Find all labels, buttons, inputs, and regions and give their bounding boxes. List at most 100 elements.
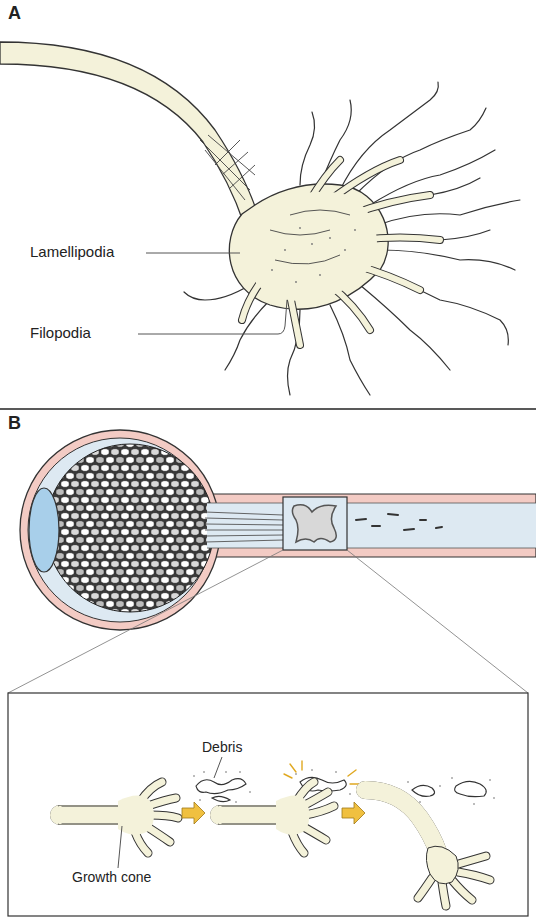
nerve-axons (205, 535, 283, 536)
stipple (319, 274, 321, 276)
leader-line (118, 826, 122, 868)
cytoskeleton (290, 210, 350, 215)
debris-dust (439, 785, 441, 787)
debris-dust (249, 791, 251, 793)
cytoskeleton (270, 230, 330, 235)
growth-cone-stage3 (365, 782, 490, 906)
contact-spark (350, 783, 359, 784)
nerve-axons (205, 524, 283, 525)
cytoskeleton (200, 140, 250, 190)
lamellipodia-fingers (243, 192, 377, 301)
growth-cone-stage2 (218, 782, 334, 853)
lamellipodia-fingers (242, 160, 440, 345)
nerve-axons (205, 540, 283, 542)
growth-cone-stage1 (58, 806, 125, 824)
debris (196, 777, 486, 801)
eye (29, 488, 59, 572)
axon-fragments (404, 529, 414, 530)
debris-dust (311, 769, 313, 771)
axon (0, 42, 258, 224)
inset-frame (8, 693, 528, 916)
yellow-arrow (182, 802, 205, 824)
debris (212, 796, 230, 801)
inset-frame (8, 693, 528, 916)
debris (412, 785, 435, 796)
filopodia-thin (355, 108, 486, 195)
debris-dust (419, 801, 421, 803)
axon-fragments (356, 519, 366, 520)
cytoskeleton (275, 255, 340, 264)
part-label: Lamellipodia (30, 244, 114, 261)
debris-dust (473, 803, 475, 805)
growth-cone-stage2 (218, 806, 282, 824)
stipple (344, 249, 346, 251)
growth-cone-stage1 (60, 782, 178, 853)
leader-line (146, 253, 240, 254)
nerve-axons (205, 530, 283, 531)
filopodia-thin (184, 82, 520, 395)
zoom-lines (8, 550, 528, 693)
filopodia-thin (340, 82, 438, 190)
debris-dust (489, 779, 491, 781)
glial-scar (283, 497, 347, 550)
growth-cone-stage1 (118, 796, 154, 835)
contact-spark (348, 770, 356, 776)
debris (455, 781, 487, 796)
stipple (284, 249, 286, 251)
lamellipodia-fingers (242, 160, 440, 345)
debris-dust (295, 773, 297, 775)
growth-cone-stage3 (426, 846, 458, 884)
filopodia-thin (360, 285, 450, 370)
leader-line (138, 300, 287, 334)
cytoskeleton (230, 165, 255, 188)
nerve-interior (207, 503, 536, 548)
filopodia-thin (300, 112, 315, 185)
optic-nerve (200, 494, 536, 557)
part-label: Filopodia (30, 325, 91, 342)
debris-dust (451, 777, 453, 779)
axon-fragments (372, 525, 380, 527)
leader-line (118, 757, 222, 868)
leader-line (214, 757, 222, 778)
debris-dust (493, 797, 495, 799)
stipple (271, 269, 273, 271)
eye (46, 444, 214, 612)
glial-scar (292, 505, 336, 542)
lamellipodia-fingers (242, 160, 440, 345)
stipple (329, 237, 331, 239)
zoom-lines (8, 550, 283, 693)
zoom-lines (347, 550, 528, 693)
debris-dust (203, 771, 205, 773)
filopodia-thin (430, 178, 480, 195)
growth-cone-stage2 (220, 782, 334, 853)
nerve-axons (205, 512, 283, 542)
debris-dust (335, 771, 337, 773)
yellow-arrow (342, 802, 365, 824)
contact-spark (284, 761, 359, 784)
filopodia-thin (440, 230, 490, 240)
part-label: Growth cone (72, 870, 151, 885)
filopodia-thin (184, 285, 250, 300)
contact-spark (290, 764, 296, 772)
debris-dust (193, 769, 495, 805)
growth-cone-stage1 (60, 782, 178, 853)
growth-cone-stage2 (276, 796, 310, 835)
growth-cone-stage3 (365, 790, 490, 906)
debris-dust (199, 799, 201, 801)
growth-cone-stage2 (219, 806, 222, 824)
eye (20, 430, 220, 630)
growth-cone-stage2 (220, 782, 334, 853)
cytoskeleton (200, 135, 350, 264)
axon (0, 42, 258, 224)
nerve-axons (205, 512, 283, 515)
nerve-axons (205, 518, 283, 520)
glial-scar (283, 497, 347, 550)
contact-spark (284, 774, 292, 778)
cytoskeleton (222, 152, 248, 175)
contact-spark (301, 761, 302, 770)
part-label: Debris (202, 740, 242, 755)
panel-divider (0, 408, 536, 410)
debris-dust (193, 775, 195, 777)
nerve-interior (207, 503, 536, 548)
